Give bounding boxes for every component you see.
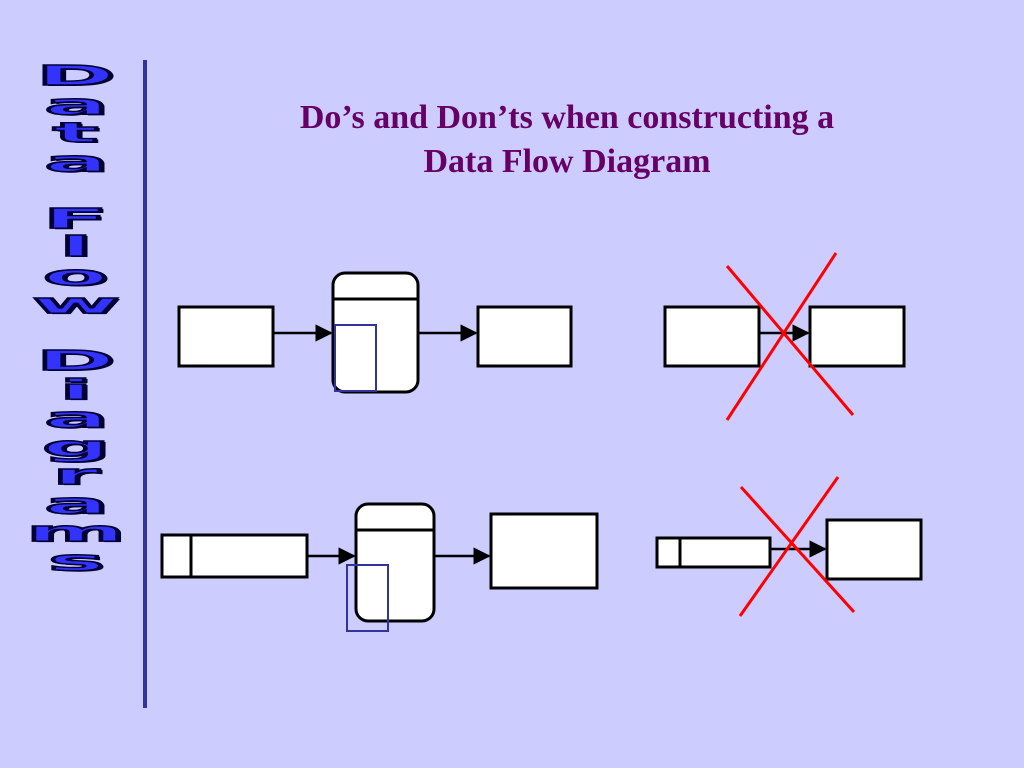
side-title-letter: i [57,372,94,406]
cross-mark [738,476,856,617]
external-entity-box [663,305,761,368]
side-title-letter: t [51,116,101,149]
side-title-letter: g [40,429,113,463]
external-entity-box [177,305,275,368]
open-data-store-box [160,533,309,579]
side-title-letter: a [41,87,110,121]
side-title-letter: D [34,344,118,377]
side-title-letter: m [24,515,128,548]
cross-mark [725,252,855,421]
slide-title: Do’s and Don’ts when constructing a Data… [200,96,934,184]
example-incorrect-store-entity [655,476,923,617]
external-entity-box [825,518,923,581]
external-entity-box [489,512,599,590]
data-store-shape [354,502,436,623]
side-title-letter: o [41,258,111,292]
slide-title-line-2: Data Flow Diagram [423,143,711,180]
slide-title-line-1: Do’s and Don’ts when constructing a [299,99,835,136]
external-entity-box [476,305,573,368]
side-divider [143,60,147,708]
side-title-letter: w [30,287,123,320]
side-title-letter: a [41,401,110,434]
example-correct-entity-store [177,271,573,394]
side-title-letter: s [45,543,106,577]
external-entity-box [808,305,906,368]
example-correct-store-store [160,502,599,632]
side-title-letter: a [41,486,110,520]
side-title-letter: a [41,144,110,178]
data-store-marker [334,324,377,392]
example-incorrect-entity-entity [663,252,906,421]
data-store-marker [346,564,389,632]
open-data-store-box [655,536,772,569]
side-title-letter: D [34,59,118,92]
side-title-letter: r [50,458,102,491]
side-title-letter: l [57,230,94,263]
side-title-letter: F [41,201,111,235]
